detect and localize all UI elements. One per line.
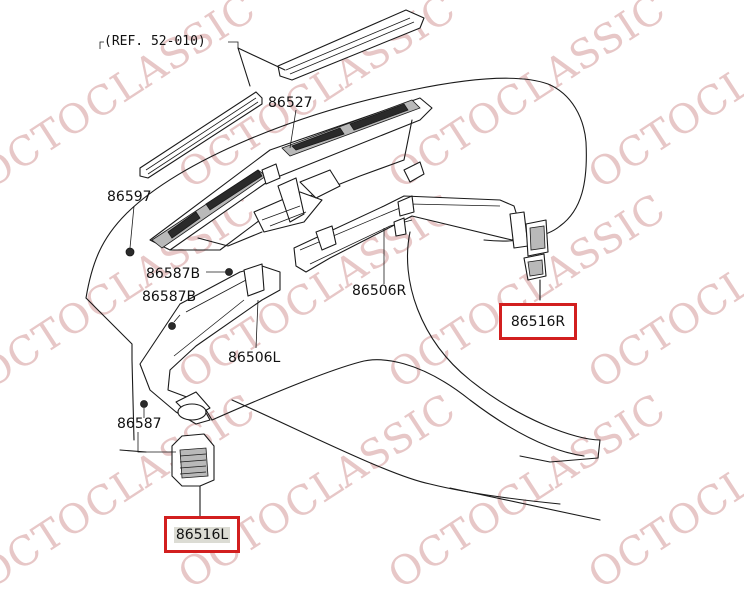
part-label-86516l: 86516L (173, 526, 231, 543)
right-duct (293, 195, 529, 273)
reference-label: (REF. 52-010) (104, 34, 206, 49)
left-outlet (171, 433, 215, 517)
part-label-86506r[interactable]: 86506R (352, 283, 407, 299)
clip-86597-icon (125, 247, 135, 257)
part-label-86597[interactable]: 86597 (107, 189, 152, 205)
part-label-86587b-lower[interactable]: 86587B (142, 289, 197, 305)
dashboard-outline (85, 77, 601, 521)
center-vent-panel (149, 97, 433, 251)
left-duct (139, 263, 281, 425)
part-label-86587[interactable]: 86587 (117, 416, 162, 432)
reference-bracket (99, 41, 286, 87)
part-label-86527[interactable]: 86527 (268, 95, 313, 111)
leader-lines (129, 109, 385, 453)
right-outlet (523, 219, 549, 301)
part-label-86506l[interactable]: 86506L (228, 350, 281, 366)
part-label-86587b-upper[interactable]: 86587B (146, 266, 201, 282)
clip-86587b-lower-icon (168, 322, 176, 330)
defroster-nozzle (139, 9, 425, 179)
clip-86587b-upper-icon (225, 268, 233, 276)
callout-86516l[interactable]: 86516L (164, 516, 240, 553)
callout-86516r[interactable]: 86516R (499, 303, 577, 340)
clip-86587-icon (140, 400, 148, 408)
part-label-86516r: 86516R (510, 313, 566, 330)
